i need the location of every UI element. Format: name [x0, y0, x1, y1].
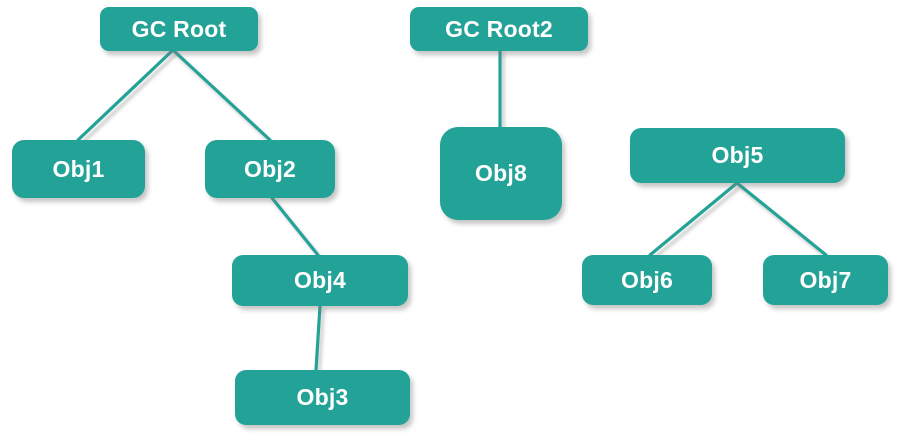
node-obj3[interactable]: Obj3 — [235, 370, 410, 425]
node-obj8[interactable]: Obj8 — [440, 127, 562, 220]
edge-obj5-obj7 — [735, 181, 828, 257]
node-obj5[interactable]: Obj5 — [630, 128, 845, 183]
node-label-obj6: Obj6 — [621, 266, 673, 293]
edge-obj2-obj4 — [270, 196, 320, 257]
node-label-obj1: Obj1 — [52, 155, 105, 182]
node-label-gcroot1: GC Root — [131, 15, 227, 42]
edge-gcroot1-obj2 — [171, 48, 272, 142]
node-label-obj8: Obj8 — [475, 160, 527, 186]
node-label-obj2: Obj2 — [244, 155, 296, 182]
node-gcroot2[interactable]: GC Root2 — [410, 7, 588, 51]
node-label-obj4: Obj4 — [294, 267, 346, 293]
node-obj7[interactable]: Obj7 — [763, 255, 888, 305]
edge-obj4-obj3 — [314, 304, 322, 372]
edge-obj5-obj6 — [648, 181, 739, 257]
node-label-obj3: Obj3 — [296, 384, 349, 410]
node-obj2[interactable]: Obj2 — [205, 140, 335, 198]
node-gcroot1[interactable]: GC Root — [100, 7, 258, 51]
connector-edges — [76, 48, 828, 372]
edge-gcroot1-obj1 — [76, 48, 175, 142]
node-label-obj7: Obj7 — [799, 266, 852, 293]
node-label-gcroot2: GC Root2 — [445, 15, 553, 42]
node-label-obj5: Obj5 — [711, 142, 764, 168]
node-obj1[interactable]: Obj1 — [12, 140, 145, 198]
node-obj6[interactable]: Obj6 — [582, 255, 712, 305]
node-obj4[interactable]: Obj4 — [232, 255, 408, 306]
